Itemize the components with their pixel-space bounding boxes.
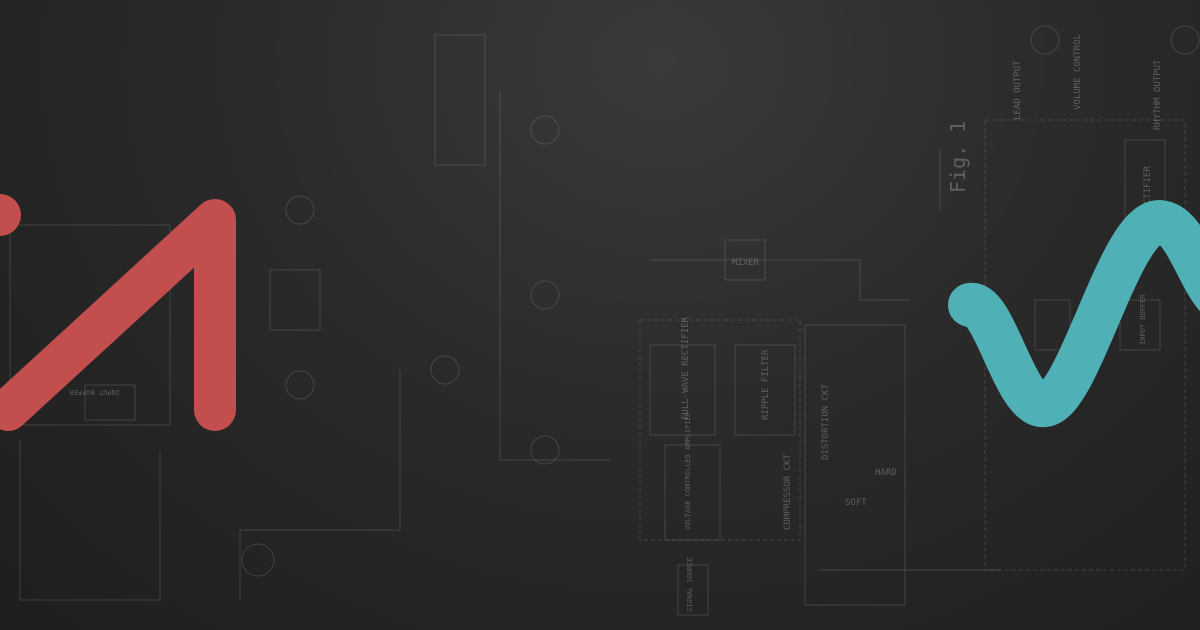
volume-control-label: VOLUME CONTROL <box>1073 34 1083 110</box>
rectifier-label: FULL-WAVE RECTIFIER <box>681 316 691 420</box>
rectifier-right-label: RECTIFIER <box>1143 166 1153 215</box>
compressor-label: COMPRESSOR CKT <box>783 454 793 530</box>
hard-label: HARD <box>875 468 897 478</box>
soft-label: SOFT <box>845 498 867 508</box>
signal-source-label: SIGNAL SOURCE <box>686 557 694 612</box>
vca-label: VOLTAGE CONTROLLED AMPLIFIER <box>684 411 692 530</box>
lead-output-label: LEAD OUTPUT <box>1013 60 1023 120</box>
input-buffer-right-label: INPUT BUFFER <box>1139 294 1147 345</box>
distortion-label: DISTORTION CKT <box>821 384 831 460</box>
teal-wave-mark <box>948 200 1200 427</box>
red-zigzag-mark <box>0 194 236 431</box>
mixer-label: MIXER <box>732 258 760 268</box>
input-buffer-left-label: INPUT BUFFER <box>69 388 120 396</box>
rhythm-output-label: RHYTHM OUTPUT <box>1153 59 1163 130</box>
fig-label: Fig. 1 <box>946 121 970 193</box>
ripple-filter-label: RIPPLE FILTER <box>761 349 771 420</box>
